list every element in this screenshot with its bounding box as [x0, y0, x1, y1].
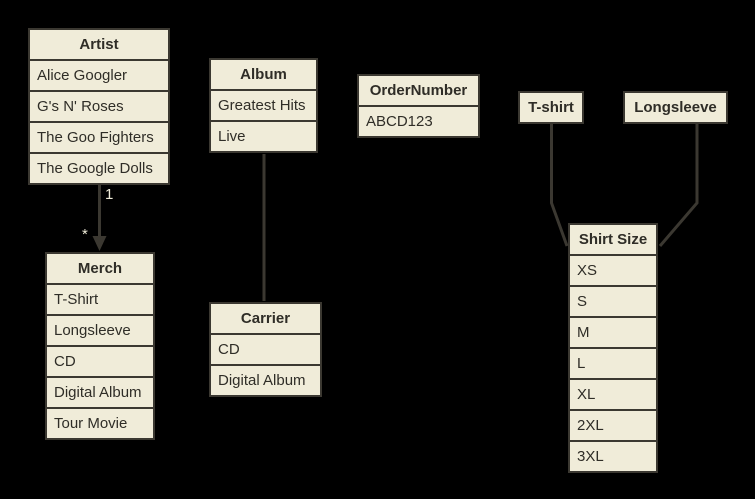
entity-merch-row: CD	[47, 345, 153, 376]
edge-longsleeve-to-shirt-size	[658, 124, 699, 247]
entity-album-title: Album	[240, 66, 287, 83]
entity-shirt-size-row: L	[570, 347, 656, 378]
entity-shirt-size-row: M	[570, 316, 656, 347]
entity-artist-title: Artist	[79, 36, 119, 53]
entity-merch-row: Longsleeve	[47, 314, 153, 345]
entity-merch-row: Digital Album	[47, 376, 153, 407]
entity-artist: Artist Alice Googler G's N' Roses The Go…	[28, 28, 170, 185]
entity-order-number-row: ABCD123	[359, 105, 478, 136]
edge-label-source-cardinality: 1	[105, 186, 114, 203]
entity-shirt-size-row: XS	[570, 254, 656, 285]
entity-shirt-size-row: S	[570, 285, 656, 316]
entity-merch-row: Tour Movie	[47, 407, 153, 438]
entity-tshirt: T-shirt	[518, 91, 584, 124]
entity-artist-row: The Goo Fighters	[30, 121, 168, 152]
entity-carrier: Carrier CD Digital Album	[209, 302, 322, 397]
entity-tshirt-title: T-shirt	[528, 99, 574, 116]
entity-shirt-size-row: 2XL	[570, 409, 656, 440]
edge-tshirt-to-shirt-size	[550, 124, 569, 247]
entity-merch-row: T-Shirt	[47, 283, 153, 314]
entity-album-row: Greatest Hits	[211, 89, 316, 120]
edge-artist-to-merch-arrowhead	[92, 236, 107, 251]
entity-carrier-row: CD	[211, 333, 320, 364]
entity-artist-row: G's N' Roses	[30, 90, 168, 121]
entity-album: Album Greatest Hits Live	[209, 58, 318, 153]
entity-carrier-row: Digital Album	[211, 364, 320, 395]
edge-label-target-cardinality: *	[82, 226, 88, 243]
entity-order-number-title: OrderNumber	[369, 82, 468, 99]
entity-artist-row: The Google Dolls	[30, 152, 168, 183]
entity-carrier-title: Carrier	[240, 310, 291, 327]
entity-album-row: Live	[211, 120, 316, 151]
entity-longsleeve: Longsleeve	[623, 91, 728, 124]
entity-order-number: OrderNumber ABCD123	[357, 74, 480, 138]
entity-merch: Merch T-Shirt Longsleeve CD Digital Albu…	[45, 252, 155, 440]
entity-longsleeve-title: Longsleeve	[634, 99, 717, 116]
entity-shirt-size-row: 3XL	[570, 440, 656, 471]
entity-shirt-size-title: Shirt Size	[578, 231, 648, 248]
entity-shirt-size-row: XL	[570, 378, 656, 409]
entity-artist-row: Alice Googler	[30, 59, 168, 90]
entity-merch-title: Merch	[77, 260, 123, 277]
entity-shirt-size: Shirt Size XS S M L XL 2XL 3XL	[568, 223, 658, 473]
